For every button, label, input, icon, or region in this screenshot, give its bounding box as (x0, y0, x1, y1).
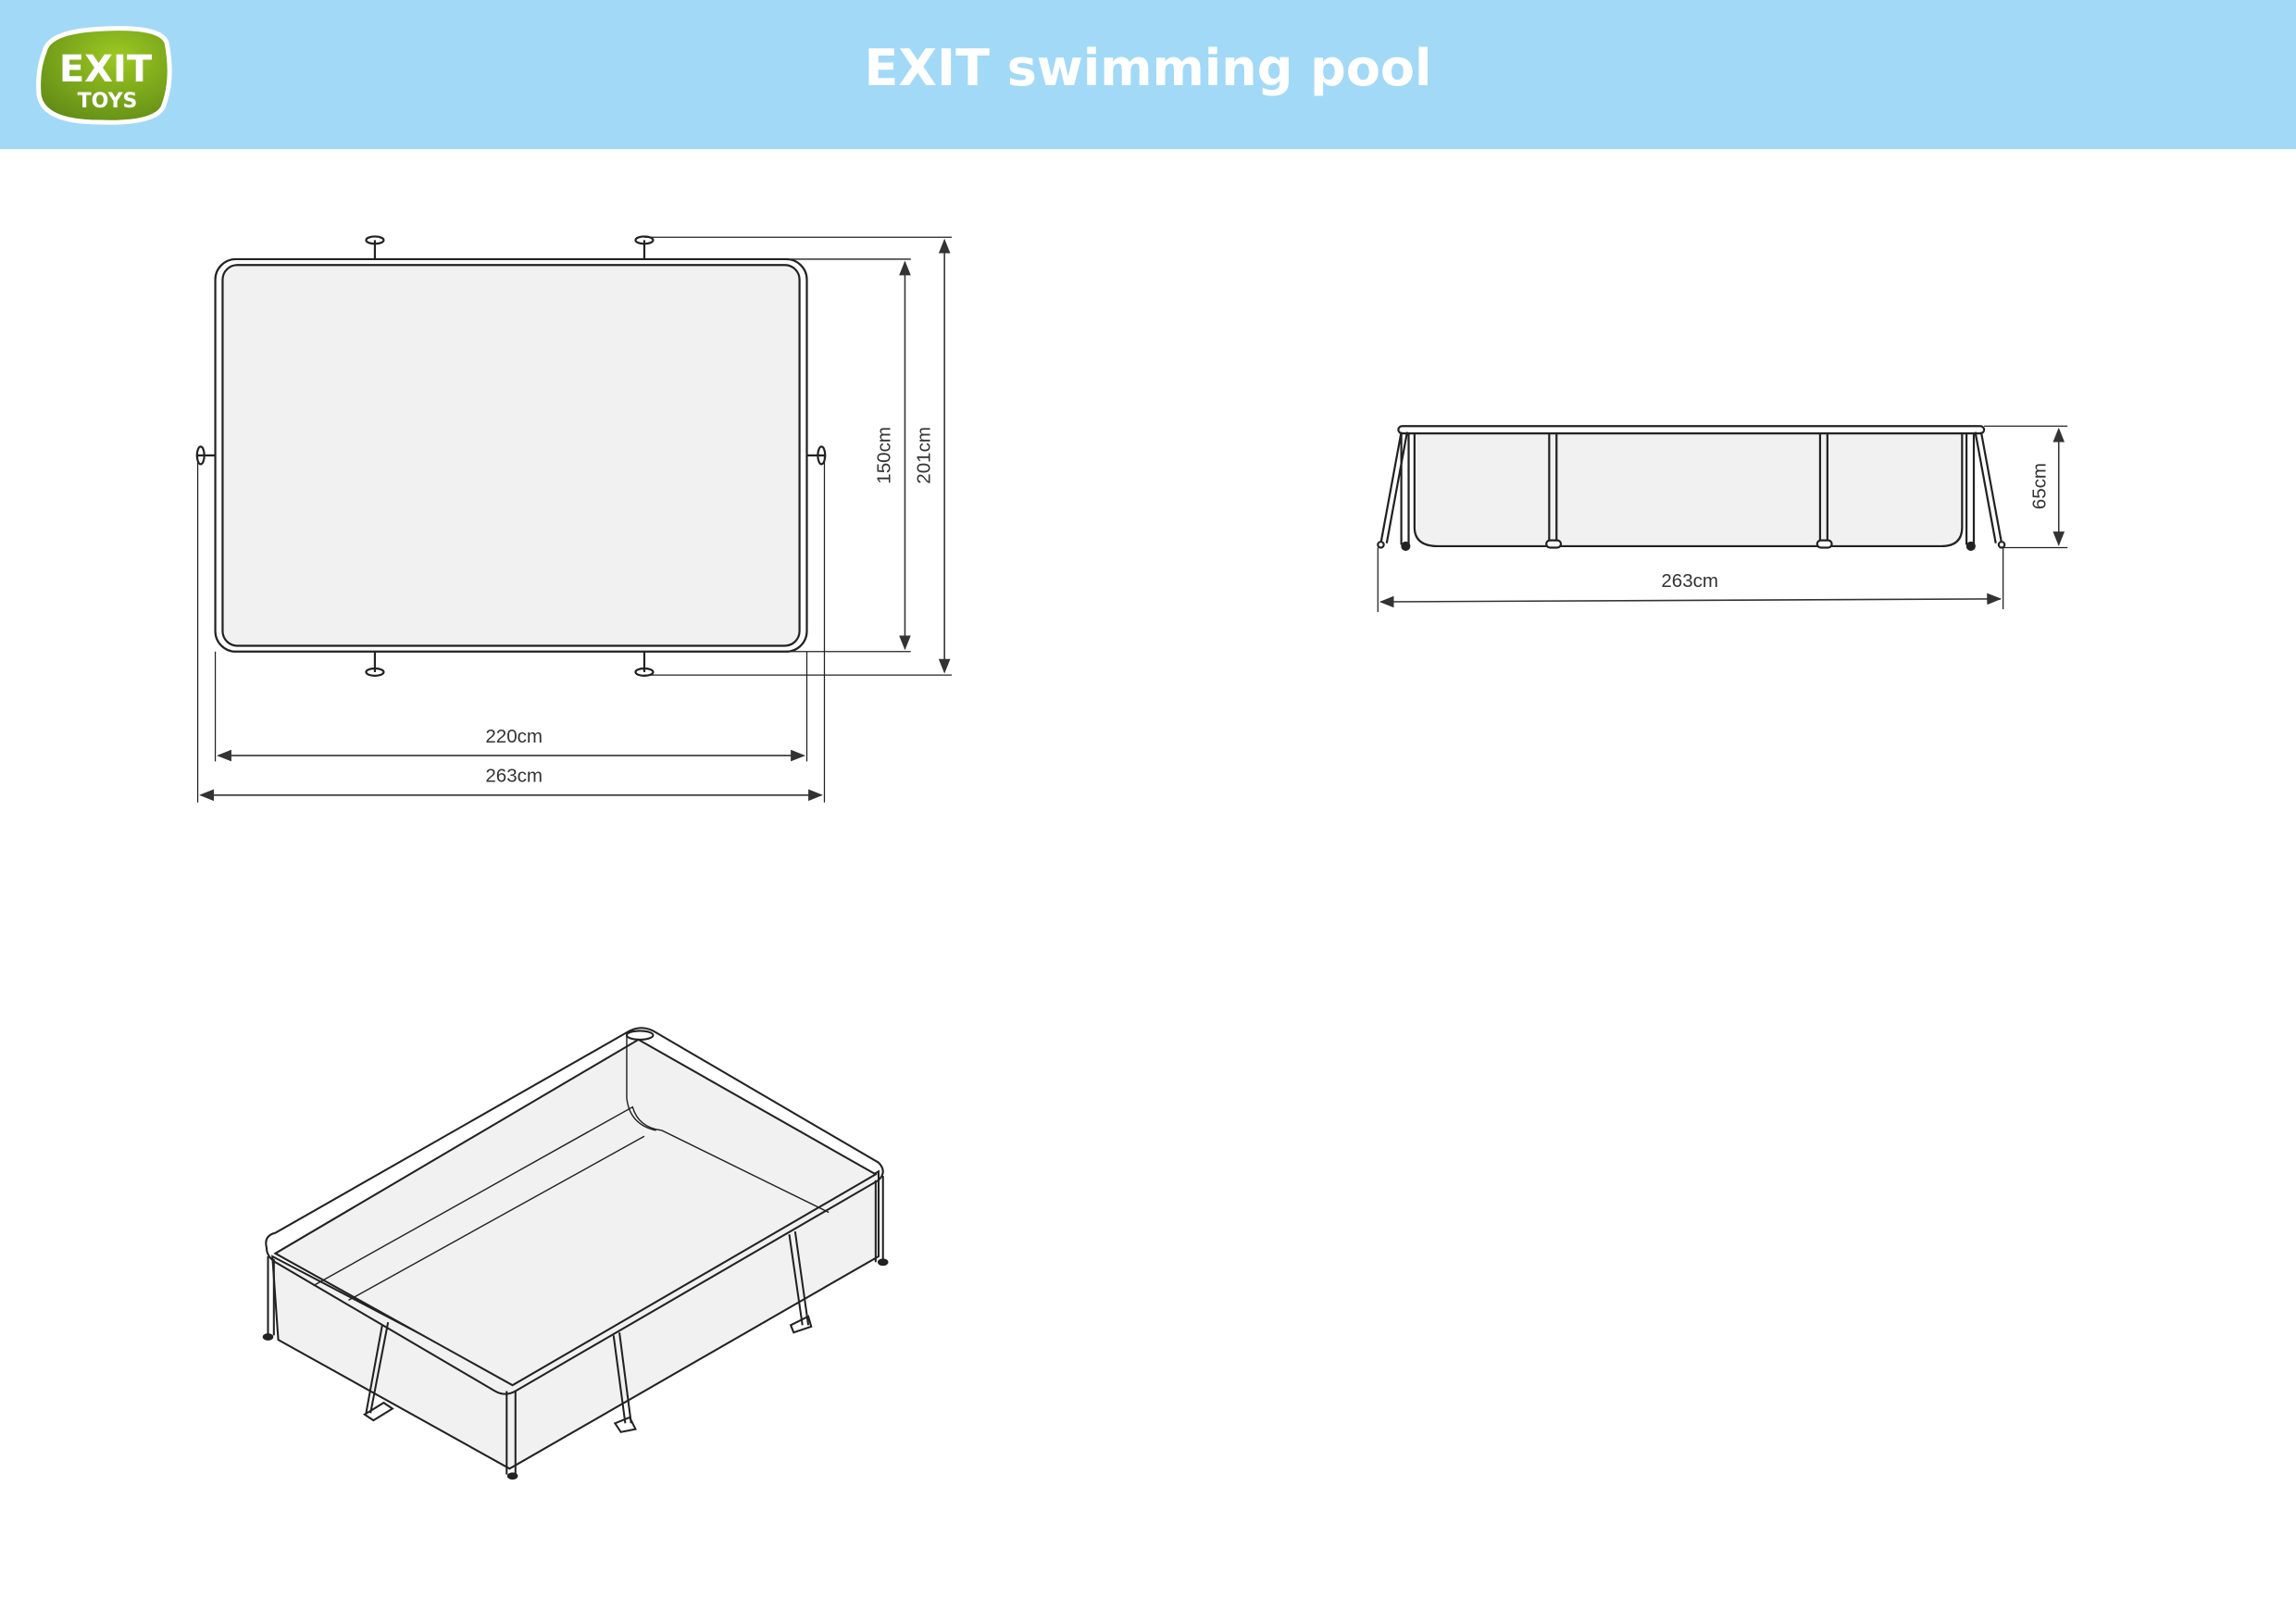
dimension-lines (199, 238, 951, 802)
pool-liner-top (221, 264, 801, 647)
logo-text-toys: TOYS (78, 90, 138, 113)
logo-text-exit: EXIT (59, 48, 153, 91)
top-rail-iso (265, 1027, 884, 1395)
dimension-length: 263cm (1661, 570, 1718, 592)
top-rail (1397, 425, 1986, 435)
dimension-inner-depth: 150cm (874, 427, 895, 484)
exit-toys-logo: EXIT TOYS (36, 26, 172, 125)
pool-wall-side (1413, 431, 1964, 548)
extension-lines (196, 236, 953, 803)
dimension-outer-width: 263cm (485, 766, 543, 787)
page-title: EXIT swimming pool (864, 39, 1432, 97)
side-view (1377, 425, 2068, 613)
iso-frame-legs (262, 1175, 889, 1480)
dimension-height: 65cm (2028, 463, 2050, 509)
frame-legs (195, 235, 827, 677)
side-extension-lines (1377, 425, 2068, 613)
side-frame-legs (1377, 431, 2006, 551)
header-banner: EXIT TOYS EXIT swimming pool (0, 0, 2296, 149)
isometric-view (262, 1027, 889, 1480)
side-dimension-lines (1379, 427, 2065, 608)
top-view (195, 235, 953, 803)
pool-floor-iso (273, 1038, 878, 1387)
dimension-outer-depth: 201cm (913, 427, 934, 484)
dimension-inner-width: 220cm (485, 726, 543, 747)
